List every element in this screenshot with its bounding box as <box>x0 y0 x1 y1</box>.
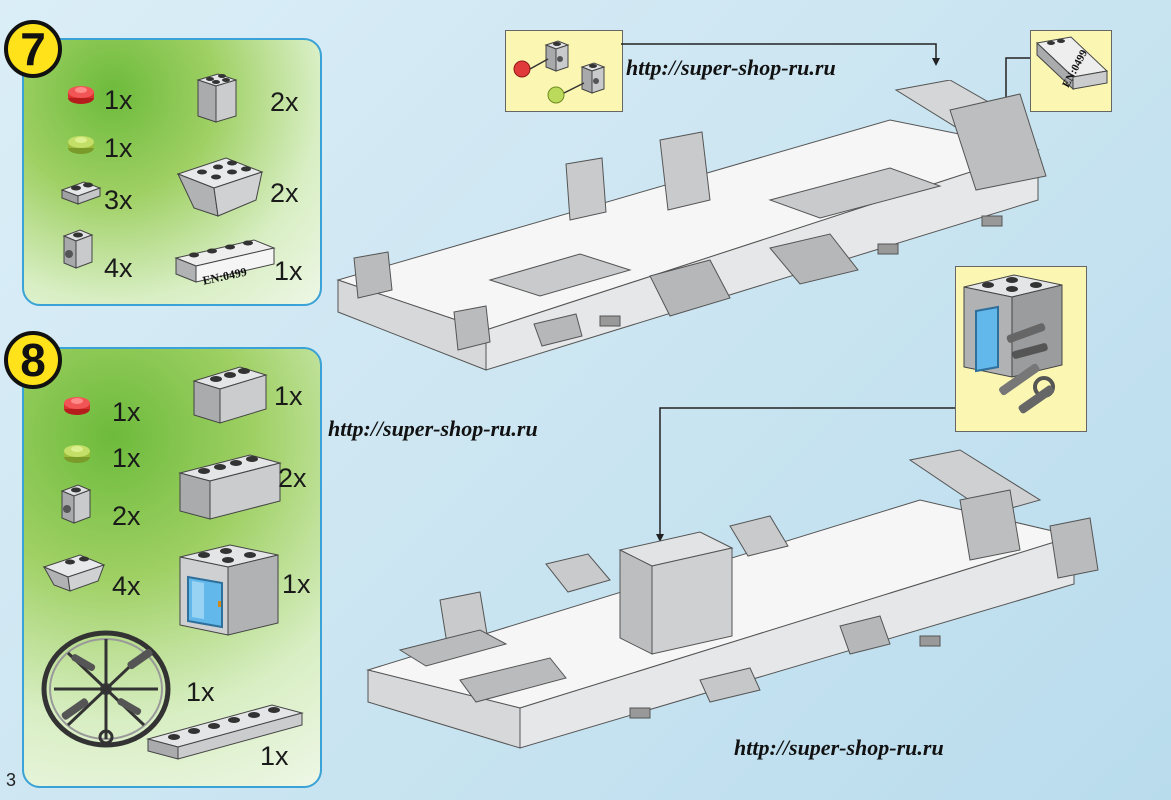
tool-rack-wheel-icon <box>41 630 171 748</box>
part-qty: 4x <box>112 571 141 601</box>
part-qty: 4x <box>104 253 133 283</box>
round-plates-and-side-stud-bricks-icon <box>513 40 606 104</box>
round-plate-callout <box>505 30 623 112</box>
part-qty: 1x <box>274 256 303 286</box>
part-qty: 1x <box>186 677 215 707</box>
brick-1x3-icon <box>192 366 268 424</box>
brick-2x2-icon <box>196 73 238 123</box>
part-qty: 1x <box>260 741 289 771</box>
red-round-plate-icon <box>64 397 90 415</box>
red-round-plate-icon <box>68 86 94 104</box>
step-number-badge: 7 <box>4 20 62 78</box>
watermark-url: http://super-shop-ru.ru <box>734 735 944 760</box>
part-qty: 1x <box>112 443 141 473</box>
green-round-plate-icon <box>68 136 94 154</box>
cupboard-tools-callout <box>955 266 1087 432</box>
part-qty: 1x <box>112 397 141 427</box>
watermark-url: http://super-shop-ru.ru <box>328 416 538 441</box>
chassis-assembly-step-7 <box>336 80 1047 371</box>
brick-with-side-stud-icon <box>62 229 94 269</box>
slope-brick-icon <box>42 554 106 592</box>
part-qty: 2x <box>278 463 307 493</box>
part-qty: 1x <box>104 133 133 163</box>
brick-with-side-stud-icon <box>60 484 92 524</box>
part-qty: 1x <box>104 85 133 115</box>
cupboard-with-blue-door-icon <box>179 544 279 636</box>
part-qty: 1x <box>282 569 311 599</box>
step-7-parts-panel: 1x 1x 3x 4x 2x <box>22 38 322 306</box>
part-qty: 2x <box>112 501 141 531</box>
cupboard-with-tools-icon <box>963 274 1063 414</box>
step-8-parts-panel: 1x 1x 2x 4x 1x 2x <box>22 347 322 788</box>
license-plate-callout: EN:0499 <box>1030 30 1112 112</box>
chassis-assembly-step-8 <box>366 449 1099 749</box>
step-number-badge: 8 <box>4 331 62 389</box>
watermark-url: http://super-shop-ru.ru <box>626 55 836 80</box>
brick-1x4-icon <box>178 454 282 520</box>
part-qty: 3x <box>104 185 133 215</box>
page-number: 3 <box>6 770 17 790</box>
slope-brick-2x3-icon <box>176 157 264 217</box>
license-plate-tile-icon: EN:0499 <box>1035 36 1109 91</box>
license-plate-tile-icon: EN:0499 <box>174 239 276 288</box>
part-qty: 2x <box>270 87 299 117</box>
part-qty: 1x <box>274 381 303 411</box>
green-round-plate-icon <box>64 445 90 463</box>
part-qty: 2x <box>270 178 299 208</box>
plate-1x2-icon <box>60 181 102 205</box>
plate-1x6-icon <box>146 704 304 760</box>
